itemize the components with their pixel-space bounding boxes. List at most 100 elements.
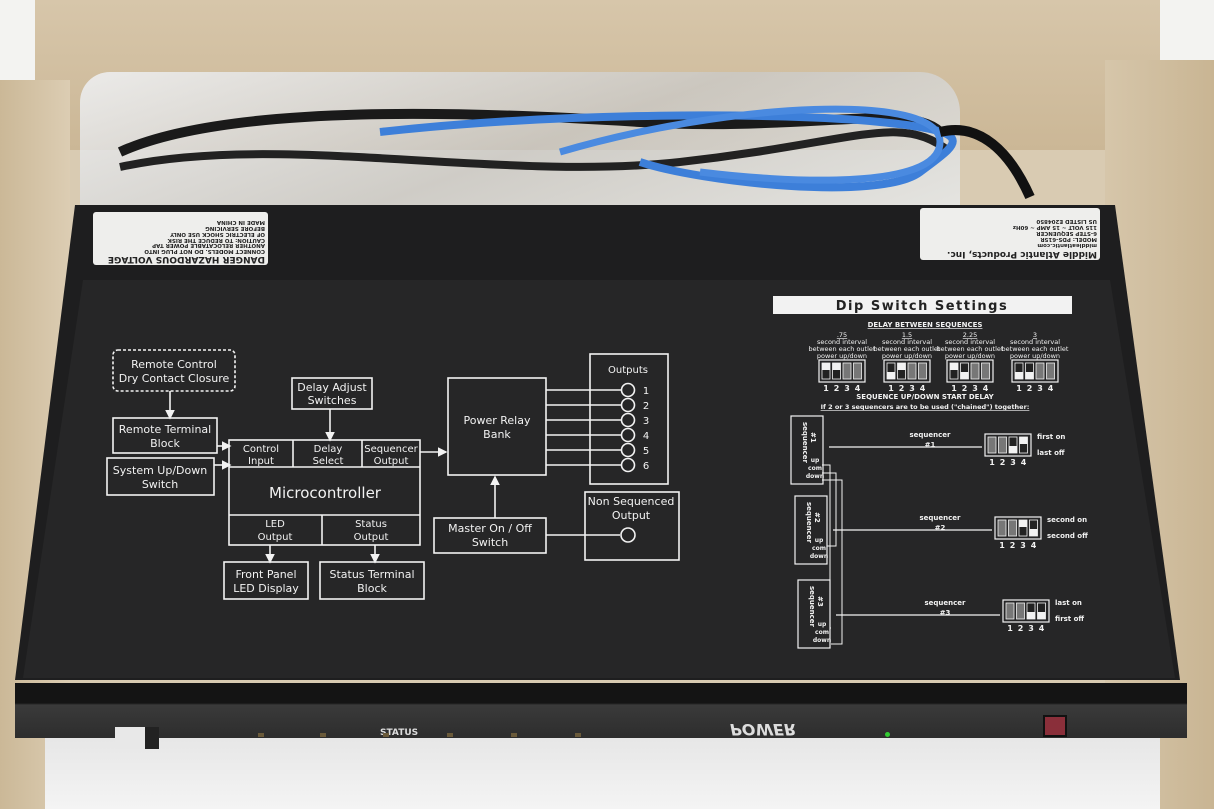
dip-switch-toggle — [853, 362, 862, 380]
delay-heading: DELAY BETWEEN SEQUENCES — [868, 321, 983, 329]
diagram-text: Dry Contact Closure — [119, 372, 230, 385]
dip-switch-toggle — [1046, 362, 1055, 380]
sequencer-label: sequencer — [920, 514, 962, 522]
sequencer-box-label: sequencer — [805, 502, 813, 544]
diagram-text: Status — [355, 519, 387, 530]
sequencer-note: first on — [1037, 433, 1065, 441]
diagram-text: Remote Control — [131, 358, 217, 371]
remote-terminal-box — [112, 417, 218, 454]
switch-number: 2 — [962, 384, 968, 393]
switch-number: 1 — [989, 458, 995, 467]
switch-number: 2 — [1027, 384, 1033, 393]
diagram-text: Switches — [308, 394, 357, 407]
outlet-icon — [620, 397, 636, 413]
switch-number: 2 — [1000, 458, 1006, 467]
background — [0, 0, 35, 80]
switch-number: 2 — [1010, 541, 1016, 550]
master-power-switch[interactable] — [1043, 715, 1067, 737]
sequencer-label: sequencer — [910, 431, 952, 439]
output-number: 5 — [643, 446, 649, 457]
delay-value: 2.25 — [963, 331, 977, 339]
dip-switch-toggle — [1016, 602, 1025, 620]
microcontroller-title: Microcontroller — [269, 484, 382, 502]
delay-desc: second interval — [882, 338, 932, 346]
diagram-text: Block — [150, 437, 180, 450]
dip-switch-toggle — [842, 362, 852, 380]
terminal-label: com — [812, 545, 826, 552]
diagram-text: System Up/Down — [113, 464, 207, 477]
switch-number: 2 — [899, 384, 905, 393]
diagram-text: Power Relay — [464, 414, 531, 427]
switch-number: 3 — [844, 384, 850, 393]
sequencer-label: sequencer — [925, 599, 967, 607]
dip-switch-toggle — [907, 362, 917, 380]
switch-number: 1 — [999, 541, 1005, 550]
dip-switch-toggle — [1005, 602, 1015, 620]
sequencer-box-number: #1 — [809, 432, 817, 443]
delay-adjust-box — [291, 377, 373, 410]
terminal-label: down — [806, 473, 824, 480]
switch-number: 2 — [834, 384, 840, 393]
switch-number: 4 — [1039, 624, 1045, 633]
sequencer-note: first off — [1055, 615, 1084, 623]
terminal-label: up — [811, 457, 820, 464]
diagram-text: Block — [357, 582, 387, 595]
output-number: 6 — [643, 461, 649, 472]
diagram-text: Input — [248, 456, 274, 467]
diagram-text: Select — [313, 456, 344, 467]
terminal-label: down — [813, 637, 831, 644]
microcontroller-box — [228, 439, 421, 546]
output-number: 1 — [643, 386, 649, 397]
power-logo: POWER — [730, 720, 797, 739]
switch-number: 4 — [983, 384, 989, 393]
delay-desc: power up/down — [945, 352, 995, 360]
terminal-label: up — [815, 537, 824, 544]
switch-number: 1 — [1016, 384, 1022, 393]
diagram-text: Sequencer — [364, 444, 418, 455]
delay-desc: between each outlet — [1002, 345, 1069, 353]
front-panel — [15, 683, 1187, 738]
dip-switch-toggle — [970, 362, 980, 380]
start-delay-heading: SEQUENCE UP/DOWN START DELAY — [856, 393, 994, 401]
delay-desc: second interval — [945, 338, 995, 346]
sequencer-note: second off — [1047, 532, 1088, 540]
switch-number: 1 — [823, 384, 829, 393]
switch-number: 3 — [1010, 458, 1016, 467]
diagram-text: Delay Adjust — [297, 381, 367, 394]
dip-switch-toggle — [918, 362, 927, 380]
dip-switch-toggle — [997, 519, 1007, 537]
diagram-text: Delay — [314, 444, 343, 455]
terminal-label: up — [818, 621, 827, 628]
sequencer-top-panel — [23, 280, 1175, 678]
diagram-text: Non Sequenced — [588, 495, 675, 508]
chained-note: If 2 or 3 sequencers are to be used ("ch… — [821, 403, 1030, 411]
switch-number: 4 — [1048, 384, 1054, 393]
delay-desc: second interval — [817, 338, 867, 346]
diagram-text: Bank — [483, 428, 511, 441]
diagram-text: Master On / Off — [448, 522, 532, 535]
dip-switch-toggle — [1008, 519, 1017, 537]
sequencer-box-number: #2 — [813, 512, 821, 523]
outlet-icon — [620, 427, 636, 443]
diagram-text: Status Terminal — [329, 568, 414, 581]
sequencer-box-label: sequencer — [801, 422, 809, 464]
output-number: 4 — [643, 431, 649, 442]
diagram-text: Output — [374, 456, 409, 467]
sequencer-number: #2 — [935, 524, 946, 532]
background — [1160, 0, 1214, 60]
terminal-label: com — [815, 629, 829, 636]
delay-desc: power up/down — [1010, 352, 1060, 360]
switch-number: 1 — [1007, 624, 1013, 633]
diagram-text: Remote Terminal — [119, 423, 211, 436]
system-up-down-switch[interactable] — [115, 727, 159, 749]
dip-switch-toggle — [981, 362, 990, 380]
switch-number: 1 — [888, 384, 894, 393]
outlet-icon — [620, 412, 636, 428]
delay-desc: between each outlet — [809, 345, 876, 353]
status-led — [575, 733, 581, 737]
